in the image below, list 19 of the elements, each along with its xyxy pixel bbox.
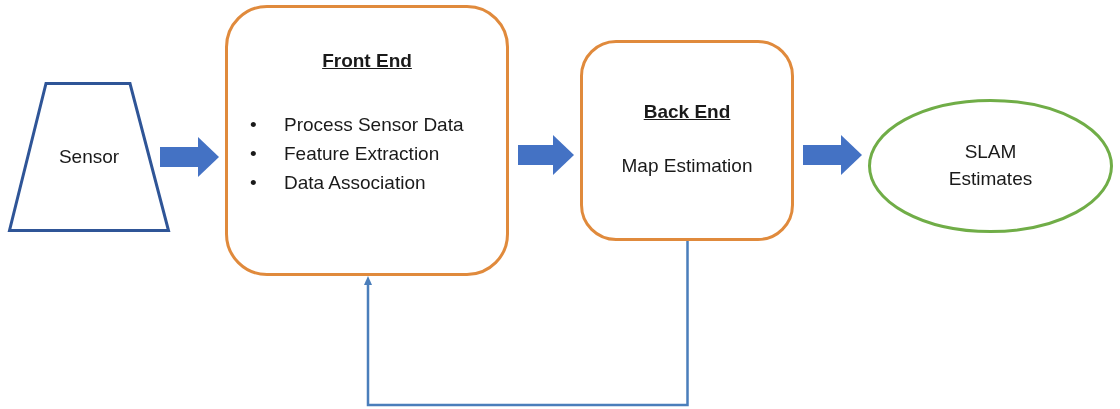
node-label: SLAM Estimates	[947, 140, 1034, 191]
bullet-mark: •	[250, 142, 258, 166]
node-label: Map Estimation	[620, 154, 754, 179]
node-label: Sensor	[57, 144, 121, 169]
bullet-item: Data Association	[284, 171, 426, 195]
bullet-mark: •	[250, 113, 258, 137]
process-box	[225, 5, 509, 276]
process-box	[580, 40, 794, 241]
bullet-mark: •	[250, 171, 258, 195]
box-heading: Front End	[322, 50, 412, 72]
feedback-arrow	[364, 241, 689, 407]
box-heading: Back End	[643, 101, 731, 124]
bullet-item: Feature Extraction	[284, 142, 440, 166]
block-arrow	[160, 137, 219, 177]
bullet-item: Process Sensor Data	[284, 113, 464, 137]
block-arrow	[803, 135, 862, 175]
block-arrow	[518, 135, 574, 175]
result-ellipse	[868, 99, 1113, 233]
sensor-trapezoid	[8, 82, 170, 232]
